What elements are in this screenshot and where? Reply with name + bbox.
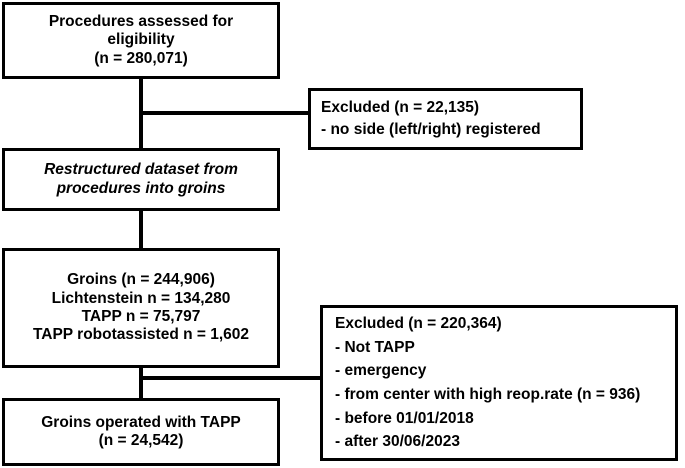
node-excluded-criteria: Excluded (n = 220,364) - Not TAPP - emer… (320, 305, 678, 461)
node-operated-line-2: (n = 24,542) (98, 432, 184, 449)
connector-groins-to-excluded-2 (139, 376, 322, 380)
node-excluded-2-item-high-reop-count: (n = 936) (577, 386, 641, 403)
node-groins-line-2: Lichtenstein n = 134,280 (51, 289, 231, 307)
node-groins-line-4: TAPP robotassisted n = 1,602 (32, 326, 250, 344)
connector-groins-to-operated (139, 367, 143, 399)
node-excluded-1-line-2: - no side (left/right) registered (321, 121, 541, 138)
node-groins-counts: Groins (n = 244,906) Lichtenstein n = 13… (2, 248, 280, 368)
node-excluded-2-item-emergency: - emergency (335, 362, 427, 380)
connector-restructured-to-groins (139, 210, 143, 249)
node-excluded-2-item-high-reop-text: - from center with high reop.rate (335, 386, 577, 403)
node-excluded-no-side: Excluded (n = 22,135) - no side (left/ri… (308, 88, 583, 150)
node-groins-line-3: TAPP n = 75,797 (81, 308, 201, 325)
node-assessed-line-3: (n = 280,071) (94, 49, 188, 67)
node-procedures-assessed: Procedures assessed for eligibility (n =… (2, 2, 280, 79)
node-excluded-2-item-not-tapp: - Not TAPP (335, 338, 415, 356)
node-excluded-2-item-high-reop: - from center with high reop.rate (n = 9… (335, 383, 640, 407)
connector-assessed-to-excluded-1 (139, 111, 310, 115)
node-operated-line-1: Groins operated with TAPP (41, 413, 241, 431)
node-restructured-line-1: Restructured dataset from (44, 161, 238, 179)
node-excluded-2-item-before-date: - before 01/01/2018 (335, 409, 474, 427)
node-restructured-line-2: procedures into groins (56, 179, 226, 197)
node-groins-operated-tapp: Groins operated with TAPP (n = 24,542) (2, 398, 280, 466)
node-assessed-line-1: Procedures assessed for (48, 13, 234, 31)
node-excluded-1-line-1: Excluded (n = 22,135) (321, 98, 480, 116)
node-assessed-line-2: eligibility (107, 31, 175, 49)
node-excluded-2-item-after-date: - after 30/06/2023 (335, 433, 460, 451)
node-excluded-2-heading: Excluded (n = 220,364) (335, 315, 502, 333)
node-restructured-dataset: Restructured dataset from procedures int… (2, 148, 280, 211)
node-groins-line-1: Groins (n = 244,906) (67, 271, 215, 289)
